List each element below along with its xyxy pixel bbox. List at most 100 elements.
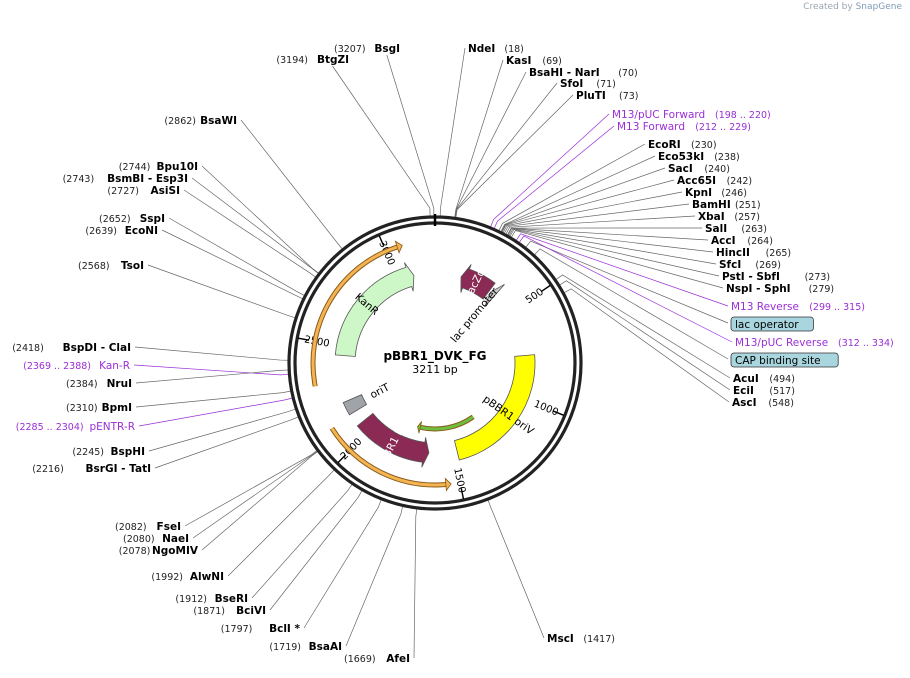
label-naei[interactable]: NaeI(2080) [123,533,189,545]
label-name: BspHI [111,446,145,458]
label-acc65i[interactable]: Acc65I(242) [677,175,752,187]
leader-line [147,264,297,319]
label-m13-reverse[interactable]: M13 Reverse(299 .. 315) [731,301,865,313]
leader-line [507,228,714,253]
label-acui[interactable]: AcuI(494) [733,373,795,385]
label-position: (70) [618,68,638,79]
label-tsoi[interactable]: TsoI(2568) [78,260,144,272]
label-nrui[interactable]: NruI(2384) [66,378,132,390]
label-m13-puc-reverse[interactable]: M13/pUC Reverse(312 .. 334) [735,337,894,349]
label-bcivi[interactable]: BciVI(1871) [193,605,266,617]
leader-line [133,364,290,376]
label-sali[interactable]: SalI(263) [705,223,767,235]
leader-line [498,143,646,232]
label-bpu10i[interactable]: Bpu10I(2744) [119,161,198,173]
label-bseri[interactable]: BseRI(1912) [175,593,248,605]
label-pentr-r[interactable]: pENTR-R(2285 .. 2304) [16,421,135,433]
label-eco53ki[interactable]: Eco53kI(238) [658,151,740,163]
label-position: (263) [741,224,767,235]
label-ndei[interactable]: NdeI(18) [468,43,524,55]
label-bamhi[interactable]: BamHI(251) [692,199,761,211]
label-bspdi-clai[interactable]: BspDI - ClaI(2418) [12,342,131,354]
label-bsaai[interactable]: BsaAI(1719) [269,641,342,653]
leader-line [510,230,724,289]
label-alwni[interactable]: AlwNI(1992) [151,571,224,583]
primer-region-arrow-head [444,477,452,492]
label-btgzi[interactable]: BtgZI(3194) [276,54,349,66]
label-hincii[interactable]: HincII(265) [716,247,791,259]
leader-line [184,449,318,527]
label-ecii[interactable]: EciI(517) [733,385,795,397]
label-name: pENTR-R [89,421,135,433]
label-bsahi-nari[interactable]: BsaHI - NarI(70) [529,67,638,79]
label-saci[interactable]: SacI(240) [668,163,730,175]
leader-line [161,229,304,300]
label-kasi[interactable]: KasI(69) [506,55,562,67]
label-name: BseRI [215,593,248,605]
label-asisi[interactable]: AsiSI(2727) [107,185,180,197]
leader-line [251,483,353,599]
leader-line [201,450,319,551]
label-asci[interactable]: AscI (548) [732,397,794,409]
label-name: BamHI [692,199,731,211]
label-position: (3194) [276,55,308,66]
label-position: (2082) [115,522,147,533]
label-name: M13 Reverse [731,301,799,313]
label-fsei[interactable]: FseI (2082) [115,521,181,533]
leader-line [191,177,320,275]
label-bsmbi-esp3i[interactable]: BsmBI - Esp3I(2743) [63,173,188,185]
label-bcli[interactable]: BclI *(1797) [221,623,301,635]
label-ecori[interactable]: EcoRI(230) [648,139,717,151]
label-bsrgi-tati[interactable]: BsrGI - TatI(2216) [32,463,151,475]
label-bpmi[interactable]: BpmI(2310) [66,402,132,414]
leader-line [269,489,363,611]
label-name: CAP binding site [735,355,821,367]
label-ngomiv[interactable]: NgoMIV(2078) [119,545,199,557]
label-name: AlwNI [190,571,224,583]
label-name: HincII [716,247,750,259]
leader-line [503,203,690,235]
tick-mark [298,337,310,341]
label-msci[interactable]: MscI(1417) [547,633,615,645]
label-lac-operator[interactable]: lac operator [730,316,814,332]
plasmid-size: 3211 bp [412,363,457,376]
label-sspi[interactable]: SspI(2652) [99,213,165,225]
label-position: (548) [768,398,794,409]
label-pluti[interactable]: PluTI(73) [576,90,639,102]
label-kan-r[interactable]: Kan-R(2369 .. 2388) [23,360,130,372]
label-name: XbaI [698,211,725,223]
label-acci[interactable]: AccI(264) [711,235,773,247]
label-name: FseI [157,521,181,533]
label-bsphi[interactable]: BspHI(2245) [72,446,145,458]
label-sfci[interactable]: SfcI(269) [719,259,781,271]
snapgene-brand: Created by SnapGene [803,2,902,12]
label-name: TsoI [121,260,144,272]
label-xbai[interactable]: XbaI(257) [698,211,760,223]
label-m13-puc-forward[interactable]: M13/pUC Forward(198 .. 220) [612,109,771,121]
label-position: (230) [691,140,717,151]
label-cap-binding-site[interactable]: CAP binding site [730,352,839,368]
tick-label: 500 [524,287,546,307]
label-bsgi[interactable]: BsgI(3207) [334,43,400,55]
label-position: (238) [714,152,740,163]
label-kpni[interactable]: KpnI(246) [685,187,747,199]
label-m13-forward[interactable]: M13 Forward(212 .. 229) [617,121,751,133]
label-name: M13 Forward [617,121,685,133]
label-psti-sbfi[interactable]: PstI - SbfI(273) [722,271,830,283]
label-position: (2369 .. 2388) [23,361,91,372]
label-nspi-sphi[interactable]: NspI - SphI(279) [726,283,834,295]
label-name: EciI [733,385,754,397]
tick-mark [337,454,347,464]
label-afei[interactable]: AfeI(1669) [344,653,410,665]
label-name: AscI [732,397,757,409]
label-bsawi[interactable]: BsaWI(2862) [164,115,237,127]
label-position: (1417) [583,634,615,645]
label-name: NgoMIV [152,545,199,557]
leader-line [509,229,720,277]
label-econi[interactable]: EcoNI(2639) [85,225,158,237]
leader-line [506,227,709,241]
tick-mark [460,488,465,500]
leader-line [201,165,320,275]
label-sfoi[interactable]: SfoI(71) [560,78,616,90]
leader-line [454,71,527,219]
